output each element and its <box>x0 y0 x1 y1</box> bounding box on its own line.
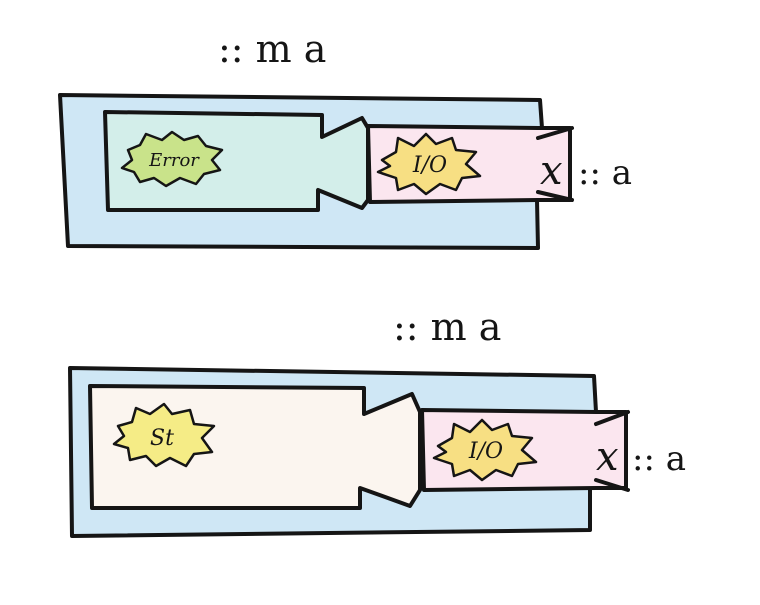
diagram-1-error-label: Error <box>148 150 200 171</box>
diagram-2-variable: x <box>596 434 619 480</box>
diagram-2-io-opening <box>594 410 630 492</box>
diagram-1-type-signature: :: m a <box>218 27 326 71</box>
diagram-2: :: m a St I/O x :: a <box>68 305 686 538</box>
diagram-2-variable-type: :: a <box>632 439 686 479</box>
diagram-2-type-signature: :: m a <box>393 305 501 349</box>
diagram-1-error-badge <box>120 130 224 188</box>
diagram-2-io-badge <box>432 418 538 482</box>
diagram-2-io-label: I/O <box>468 439 503 464</box>
diagram-1-io-label: I/O <box>412 153 447 178</box>
diagram-1-variable-type: :: a <box>578 153 632 193</box>
diagram-1-io-opening <box>536 126 574 202</box>
diagram-2-st-label: St <box>150 426 174 451</box>
diagram-2-st-badge <box>112 402 216 468</box>
diagram-1: :: m a Error I/O x :: a <box>58 27 632 250</box>
diagram-1-variable: x <box>540 148 563 194</box>
diagram-1-io-badge <box>376 132 482 196</box>
